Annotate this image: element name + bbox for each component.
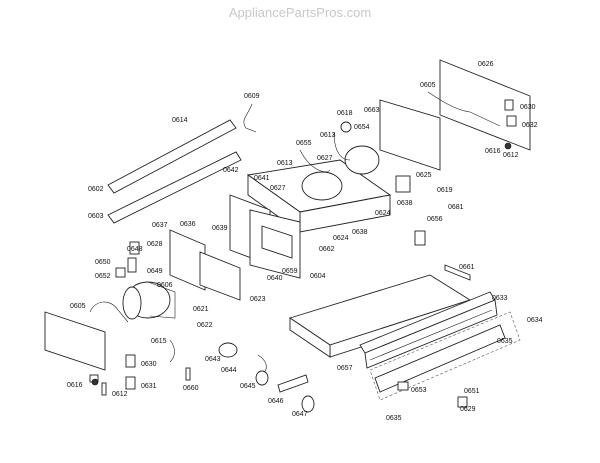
- label-0604: 0604: [310, 273, 326, 280]
- label-0624: 0624: [375, 210, 391, 217]
- label-0645: 0645: [240, 383, 256, 390]
- part-drawings: [44, 59, 531, 413]
- label-0606: 0606: [157, 282, 173, 289]
- label-0609: 0609: [244, 93, 260, 100]
- label-0624: 0624: [333, 235, 349, 242]
- label-0625: 0625: [416, 172, 432, 179]
- label-0656: 0656: [427, 216, 443, 223]
- watermark-text: AppliancePartsPros.com: [229, 5, 371, 20]
- label-0638: 0638: [397, 200, 413, 207]
- label-0635: 0635: [497, 338, 513, 345]
- label-0641: 0641: [254, 175, 270, 182]
- label-0653: 0653: [411, 387, 427, 394]
- label-0605: 0605: [70, 303, 86, 310]
- label-0643: 0643: [205, 356, 221, 363]
- label-0681: 0681: [448, 204, 464, 211]
- label-0659: 0659: [282, 268, 298, 275]
- label-0634: 0634: [527, 317, 543, 324]
- label-0657: 0657: [337, 365, 353, 372]
- label-0636: 0636: [180, 221, 196, 228]
- label-0639: 0639: [212, 225, 228, 232]
- label-0661: 0661: [459, 264, 475, 271]
- label-0602: 0602: [88, 186, 104, 193]
- label-0635: 0635: [386, 415, 402, 422]
- label-0616: 0616: [485, 148, 501, 155]
- label-0646: 0646: [268, 398, 284, 405]
- label-0612: 0612: [503, 152, 519, 159]
- label-0655: 0655: [296, 140, 312, 147]
- label-0614: 0614: [172, 117, 188, 124]
- label-0603: 0603: [88, 213, 104, 220]
- label-0630: 0630: [520, 104, 536, 111]
- label-0619: 0619: [437, 187, 453, 194]
- label-0631: 0631: [141, 383, 157, 390]
- label-0647: 0647: [292, 411, 308, 418]
- label-0660: 0660: [183, 385, 199, 392]
- label-0615: 0615: [151, 338, 167, 345]
- label-0627: 0627: [270, 185, 286, 192]
- label-0630: 0630: [141, 361, 157, 368]
- label-0622: 0622: [197, 322, 213, 329]
- label-0613: 0613: [277, 160, 293, 167]
- label-0652: 0652: [95, 273, 111, 280]
- label-0629: 0629: [460, 406, 476, 413]
- label-0628: 0628: [147, 241, 163, 248]
- label-0662: 0662: [319, 246, 335, 253]
- label-0632: 0632: [522, 122, 538, 129]
- label-0642: 0642: [223, 167, 239, 174]
- label-0638: 0638: [352, 229, 368, 236]
- label-0612: 0612: [112, 391, 128, 398]
- label-0637: 0637: [152, 222, 168, 229]
- label-0654: 0654: [354, 124, 370, 131]
- label-0650: 0650: [95, 259, 111, 266]
- label-0651: 0651: [464, 388, 480, 395]
- label-0613: 0613: [320, 132, 336, 139]
- callout-labels: 0626 0605 0630 0632 0616 0612 0618 0663 …: [67, 61, 543, 422]
- label-0644: 0644: [221, 367, 237, 374]
- label-0649: 0649: [147, 268, 163, 275]
- label-0648: 0648: [127, 246, 143, 253]
- label-0621: 0621: [193, 306, 209, 313]
- label-0627: 0627: [317, 155, 333, 162]
- label-0640: 0640: [267, 275, 283, 282]
- label-0616: 0616: [67, 382, 83, 389]
- label-0605: 0605: [420, 82, 436, 89]
- label-0618: 0618: [337, 110, 353, 117]
- label-0623: 0623: [250, 296, 266, 303]
- label-0633: 0633: [492, 295, 508, 302]
- label-0663: 0663: [364, 107, 380, 114]
- label-0626: 0626: [478, 61, 494, 68]
